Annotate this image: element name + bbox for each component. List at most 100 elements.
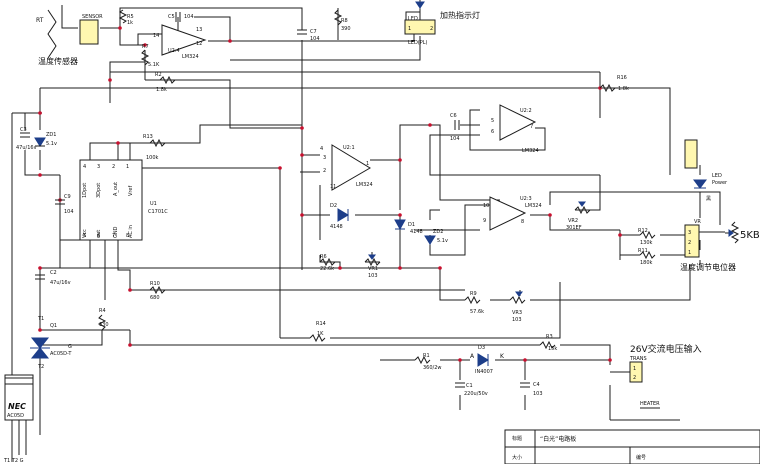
resistors: R5 1k R8 390 R7 5.1K R2 1.8k R16 1.8k R1… (97, 9, 656, 371)
c4-value: 103 (533, 391, 543, 397)
u1-pinnum-5: 5 (83, 233, 86, 239)
u2-3-pin9: 9 (483, 218, 486, 224)
capacitors: C5 104 C7 104 C6 104 C3 47u/16v C9 104 C… (16, 12, 543, 397)
r10-ref: R10 (150, 281, 160, 287)
u2-4-pin13: 13 (196, 27, 202, 33)
vr-main-caption: 温度调节电位器 (680, 262, 736, 272)
led-power-caption: 黑 (706, 196, 711, 202)
led-power-symbol (693, 179, 707, 189)
diodes: ZD1 5.1v D2 4148 D1 4148 ZD2 5.1v D3 IN4… (34, 132, 505, 375)
vr1-ref: VR1 (368, 266, 378, 272)
c7-ref: C7 (310, 29, 317, 35)
d1-value: 4148 (410, 229, 423, 235)
r9-ref: R9 (470, 291, 477, 297)
u2-4-triangle (161, 24, 207, 56)
vr-main-ref: VR (694, 219, 701, 225)
r1-ref: R1 (423, 353, 430, 359)
led-power-sub: Power (712, 180, 728, 186)
zd1-symbol (34, 137, 46, 147)
u1-pin-gnd: GND (113, 226, 119, 238)
r12-ref: R12 (638, 228, 648, 234)
triac-t1: T1 (37, 316, 44, 322)
r3-ref: R3 (546, 334, 553, 340)
svg-text:2: 2 (688, 240, 691, 246)
svg-text:1: 1 (633, 366, 636, 372)
d2-ref: D2 (330, 203, 337, 209)
led-pl-caption: 加热指示灯 (440, 10, 480, 20)
vr-connector (684, 224, 700, 258)
led-pl-box-label: LED(PL) (408, 40, 428, 46)
u1-outline (79, 159, 143, 241)
trans-connector (629, 361, 643, 383)
d3-value: IN4007 (475, 369, 493, 375)
vr2-ref: VR2 (568, 218, 578, 224)
package-brand: NEC (8, 402, 26, 411)
c1-ref: C1 (466, 383, 473, 389)
r1-value: 360/2w (423, 365, 442, 371)
r14-value: 1K (317, 331, 324, 337)
u1-ref: U1 (150, 201, 157, 207)
ic-u1: U1 C1701C 1Dpot 3Dpot A_out Vref Vcc out… (82, 164, 168, 239)
r11-ref: R11 (638, 248, 648, 254)
u1-pin-aout: A_out (113, 182, 119, 196)
r11-value: 180k (640, 260, 653, 266)
u1-pin-3dpot: 3Dpot (96, 183, 102, 198)
d3-symbol (477, 353, 489, 367)
r3-value: 15k (548, 346, 557, 352)
r8-ref: R8 (341, 18, 348, 24)
zd1-value: 5.1v (46, 141, 57, 147)
u2-1-pin3: 3 (323, 155, 326, 161)
package-pins: T1 T2 G (3, 458, 24, 464)
triac-part: AC05D-T (50, 351, 72, 357)
u1-pin-vcc: Vcc (82, 229, 88, 238)
trans-ref: TRANS (629, 356, 647, 362)
led-pl-connector (404, 19, 436, 35)
junction-dots (38, 26, 622, 362)
vr3-value: 103 (512, 317, 522, 323)
r5-value: 1k (127, 20, 133, 26)
d1-symbol (394, 219, 406, 231)
triac-package: NEC AC05D T1 T2 G (3, 374, 34, 464)
r4-value: 330 (99, 322, 109, 328)
u2-1-triangle (331, 144, 371, 191)
heater-ref: HEATER (640, 401, 660, 407)
u2-2-ref: U2:2 (520, 108, 532, 114)
title-block-size-label: 大小 (512, 454, 522, 461)
u2-3-part: LM324 (525, 203, 542, 209)
sensor-box-label: SENSOR (82, 14, 103, 20)
potentiometers: VR1 103 VR2 301EF VR3 103 3 2 1 VR 5KB 温… (364, 201, 760, 323)
r16-value: 1.8k (618, 86, 629, 92)
u2-3-pin10: 10 (483, 203, 489, 209)
d2-value: 4148 (330, 224, 343, 230)
c2-ref: C2 (50, 270, 57, 276)
led-power-connector (684, 139, 698, 169)
r12-value: 130k (640, 240, 653, 246)
led-power-ref: LED (712, 173, 722, 179)
c6-ref: C6 (450, 113, 457, 119)
vr2-value: 301EF (566, 225, 582, 231)
d3-ref: D3 (478, 345, 485, 351)
u1-pinnum-1: 1 (126, 164, 129, 170)
u1-pinnum-4: 4 (83, 164, 86, 170)
r16-ref: R16 (617, 75, 627, 81)
u2-4-ref: U2:4 (168, 48, 180, 54)
triac-ref: Q1 (50, 323, 57, 329)
sensor-ref: RT (36, 17, 44, 24)
r2-ref: R2 (155, 72, 162, 78)
u2-4-pin14: 14 (153, 33, 159, 39)
d3-cathode: K (500, 353, 505, 360)
c5-ref: C5 (168, 14, 175, 20)
c9-value: 104 (64, 209, 74, 215)
u1-pin-vref: Vref (128, 186, 134, 196)
r10-value: 680 (150, 295, 160, 301)
zd2-symbol (424, 235, 436, 245)
r2-value: 1.8k (156, 87, 167, 93)
zd2-value: 5.1v (437, 238, 448, 244)
u2-1-ref: U2:1 (343, 145, 355, 151)
c2-value: 47u/16v (50, 280, 71, 286)
transformer: 1 2 TRANS 26V交流电压输入 HEATER (629, 343, 702, 409)
u1-pinnum-3: 3 (97, 164, 100, 170)
u2-1-pin11: 11 (330, 184, 336, 190)
r13-ref: R13 (143, 134, 153, 140)
r9-value: 57.6k (470, 309, 484, 315)
